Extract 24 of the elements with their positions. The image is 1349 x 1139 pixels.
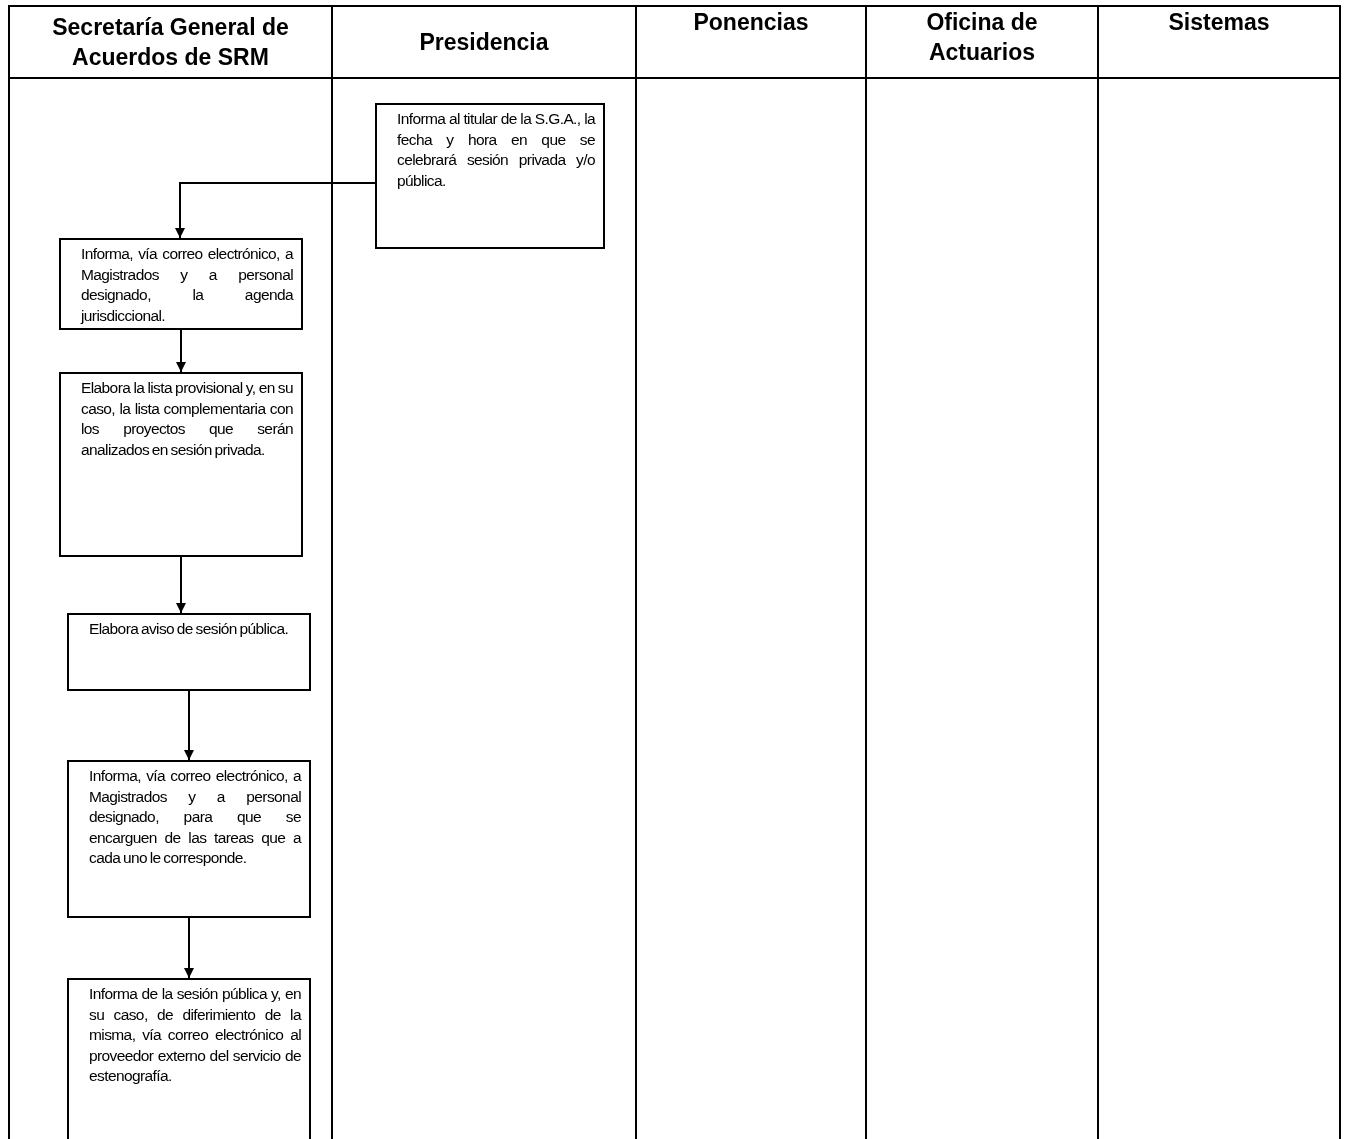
swimlane-column (8, 5, 333, 1139)
arrow (175, 182, 376, 239)
process-text: Elabora aviso de sesión pública. (89, 619, 290, 639)
lane-title: Presidencia (419, 28, 549, 57)
swimlane-column (1097, 5, 1341, 1139)
lane-title: Oficina de Actuarios (925, 8, 1039, 67)
process-text: Informa al titular de la S.G.A., la fecha y hora en que se celebrará sesión privada y/o pública. (397, 109, 595, 191)
process-text: Informa, vía correo electrónico, a Magistrados y a personal designado, la agenda jurisdiccional. (81, 244, 293, 326)
lane-title: Ponencias (693, 8, 809, 37)
process-box (375, 103, 605, 249)
process-box (67, 613, 311, 691)
arrow (184, 917, 194, 979)
process-text: Informa, vía correo electrónico, a Magistrados y a personal designado, para que se encarguen de las tareas que a cada uno le corresponde. (89, 766, 301, 868)
lane-title: Secretaría General de Acuerdos de SRM (51, 13, 290, 72)
process-text: Informa de la sesión pública y, en su caso, de diferimiento de la misma, vía correo electrónico al proveedor externo del servicio de estenografía. (89, 984, 301, 1086)
process-box (59, 238, 303, 330)
process-box (67, 760, 311, 918)
lane-title: Sistemas (1168, 8, 1270, 37)
process-text: Elabora la lista provisional y, en su caso, la lista complementaria con los proyectos que serán analizados en sesión privada. (81, 378, 293, 460)
arrow (184, 690, 194, 761)
process-box (67, 978, 311, 1139)
arrow (176, 329, 186, 373)
arrow (176, 556, 186, 614)
process-box (59, 372, 303, 557)
